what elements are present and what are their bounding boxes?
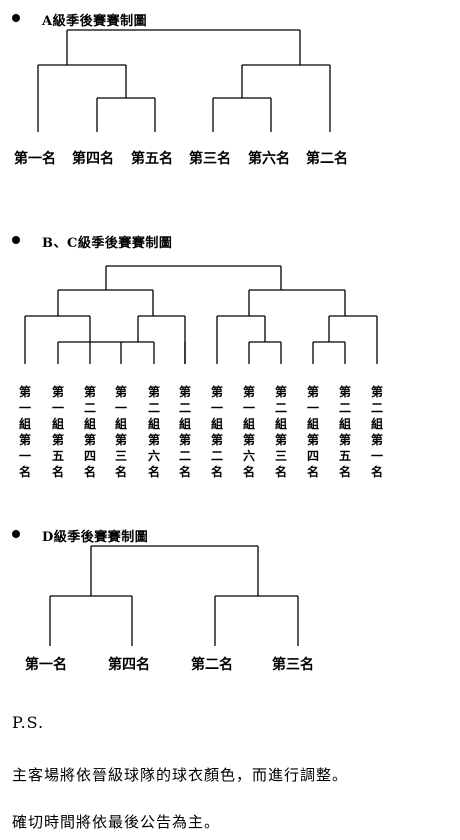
section-bc-team-2: 第一組第五名 [51,385,64,479]
section-a-team-5: 第六名 [248,151,290,167]
section-d-team-2: 第四名 [108,657,150,673]
section-a-team-2: 第四名 [72,151,114,167]
section-bc-team-11: 第二組第五名 [338,385,351,479]
section-bc-team-5: 第二組第六名 [147,385,160,479]
section-a-team-1: 第一名 [14,151,56,167]
bracket-bc [24,265,378,364]
bracket-a [37,29,331,132]
section-bc-team-7: 第一組第二名 [210,385,223,479]
section-d-bullet [12,530,20,538]
section-bc-team-9: 第二組第三名 [274,385,287,479]
section-a-title: A級季後賽賽制圖 [42,14,148,29]
section-bc-team-4: 第一組第三名 [114,385,127,479]
section-bc-team-1: 第一組第一名 [18,385,31,479]
section-bc-team-10: 第一組第四名 [306,385,319,479]
bracket-d [49,545,299,646]
section-d-team-1: 第一名 [25,657,67,673]
section-a-bullet [12,14,20,22]
notes-line-2: 確切時間將依最後公告為主。 [12,813,221,831]
section-d-title: D級季後賽賽制圖 [42,530,149,545]
notes-line-1: 主客場將依晉級球隊的球衣顏色，而進行調整。 [12,766,349,784]
notes-ps: P.S. [12,713,45,732]
section-bc-team-8: 第一組第六名 [242,385,255,479]
section-bc-title: B、C級季後賽賽制圖 [42,236,173,251]
section-a-team-3: 第五名 [131,151,173,167]
section-bc-team-3: 第二組第四名 [83,385,96,479]
section-a-team-4: 第三名 [189,151,231,167]
section-bc-bullet [12,236,20,244]
section-bc-team-6: 第二組第二名 [178,385,191,479]
section-d-team-3: 第二名 [191,657,233,673]
section-a-team-6: 第二名 [306,151,348,167]
section-bc-team-12: 第二組第一名 [370,385,383,479]
section-d-team-4: 第三名 [272,657,314,673]
